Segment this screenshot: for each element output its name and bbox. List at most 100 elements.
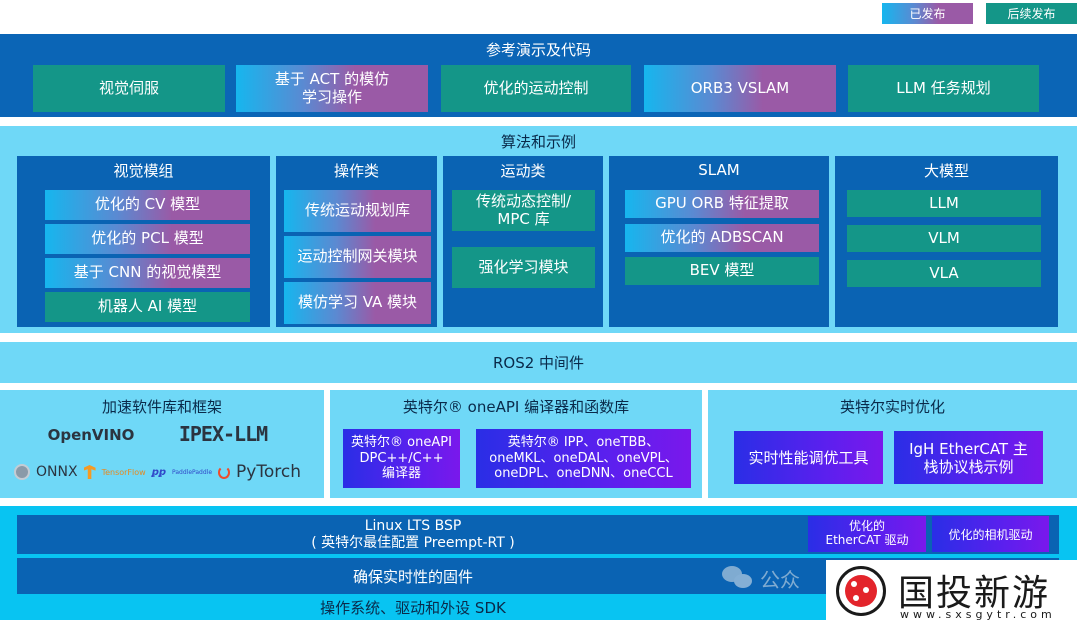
algo-item: 强化学习模块 bbox=[452, 247, 595, 288]
algo-item: 优化的 CV 模型 bbox=[45, 190, 250, 220]
oneapi-libraries-card: 英特尔® IPP、oneTBB、 oneMKL、oneDAL、oneVPL、 o… bbox=[476, 429, 691, 488]
card-line: IgH EtherCAT 主 bbox=[909, 439, 1028, 458]
tensorflow-logo: TensorFlow bbox=[101, 467, 146, 477]
algo-column-title: SLAM bbox=[698, 161, 740, 179]
algo-column-title: 运动类 bbox=[500, 161, 546, 180]
algo-item-label: BEV 模型 bbox=[689, 261, 755, 280]
legend-released: 已发布 bbox=[882, 3, 973, 24]
algo-item-label-line1: 传统动态控制/ bbox=[475, 192, 572, 211]
algo-item: 传统运动规划库 bbox=[284, 190, 431, 232]
sdk-label: 操作系统、驱动和外设 SDK bbox=[17, 596, 1059, 618]
onnx-icon bbox=[14, 464, 30, 480]
algo-item-label: VLM bbox=[928, 228, 960, 247]
ipex-llm-logo: IPEX-LLM bbox=[178, 422, 268, 446]
algo-item-label: VLA bbox=[929, 263, 959, 282]
ros2-label: ROS2 中间件 bbox=[492, 354, 585, 372]
oneapi-title: 英特尔® oneAPI 编译器和函数库 bbox=[402, 397, 630, 416]
tensorflow-icon bbox=[83, 465, 96, 479]
algorithms-title: 算法和示例 bbox=[500, 132, 576, 151]
algo-item-label: 优化的 PCL 模型 bbox=[91, 229, 204, 248]
algo-item: VLA bbox=[847, 260, 1041, 287]
algo-item: BEV 模型 bbox=[625, 257, 819, 285]
algo-item: 基于 CNN 的视觉模型 bbox=[45, 258, 250, 288]
demo-card-motion-control: 优化的运动控制 bbox=[441, 65, 631, 112]
site-name: 国投新游网 bbox=[898, 573, 1051, 626]
realtime-ethercat-card: IgH EtherCAT 主 栈协议栈示例 bbox=[894, 431, 1043, 484]
realtime-tools-card: 实时性能调优工具 bbox=[734, 431, 883, 484]
paddlepaddle-logo: PaddlePaddle bbox=[172, 468, 213, 476]
algo-item-label-line2: MPC 库 bbox=[497, 209, 550, 228]
openvino-logo: OpenVINO bbox=[47, 426, 135, 444]
wechat-icon bbox=[722, 566, 754, 590]
demo-label: LLM 任务规划 bbox=[896, 78, 991, 97]
algo-item: 模仿学习 VA 模块 bbox=[284, 282, 431, 324]
algo-item: 传统动态控制/ MPC 库 bbox=[452, 190, 595, 231]
wechat-watermark-text: 公众 bbox=[760, 567, 800, 592]
algo-item-label: GPU ORB 特征提取 bbox=[655, 194, 789, 213]
algo-item: 机器人 AI 模型 bbox=[45, 292, 250, 322]
frameworks-panel bbox=[0, 390, 324, 498]
legend-released-label: 已发布 bbox=[909, 7, 946, 21]
card-line: 编译器 bbox=[381, 466, 421, 482]
ladybug-logo-icon bbox=[836, 566, 886, 616]
card-line: 英特尔® oneAPI bbox=[351, 435, 452, 451]
algo-item-label: LLM bbox=[929, 193, 959, 212]
algo-item: 优化的 PCL 模型 bbox=[45, 224, 250, 254]
algo-column-title: 大模型 bbox=[923, 161, 969, 180]
algo-item-label: 基于 CNN 的视觉模型 bbox=[73, 263, 222, 282]
legend-upcoming: 后续发布 bbox=[986, 3, 1077, 24]
oneapi-compiler-card: 英特尔® oneAPI DPC++/C++ 编译器 bbox=[343, 429, 460, 488]
demo-label: 优化的运动控制 bbox=[483, 78, 589, 97]
algo-item: LLM bbox=[847, 190, 1041, 217]
demo-card-act-imitation: 基于 ACT 的模仿 学习操作 bbox=[236, 65, 428, 112]
card-label: 优化的相机驱动 bbox=[948, 527, 1033, 542]
algo-item-label: 机器人 AI 模型 bbox=[97, 297, 198, 316]
site-watermark: 国投新游网 www.sxsgytr.com bbox=[826, 560, 1080, 626]
firmware-label: 确保实时性的固件 bbox=[352, 567, 473, 586]
algo-item-label: 强化学习模块 bbox=[478, 257, 569, 276]
realtime-title: 英特尔实时优化 bbox=[839, 397, 945, 416]
algo-item: GPU ORB 特征提取 bbox=[625, 190, 819, 218]
sdk-label-text: 操作系统、驱动和外设 SDK bbox=[320, 598, 506, 617]
algo-column-title: 操作类 bbox=[333, 161, 379, 180]
algo-item: 运动控制网关模块 bbox=[284, 236, 431, 278]
card-line: 栈协议栈示例 bbox=[923, 457, 1014, 476]
bsp-line2: ( 英特尔最佳配置 Preempt-RT ) bbox=[311, 534, 515, 551]
demo-card-visual-servo: 视觉伺服 bbox=[33, 65, 225, 112]
frameworks-title: 加速软件库和框架 bbox=[101, 397, 222, 416]
pytorch-icon bbox=[218, 465, 231, 479]
card-line: DPC++/C++ bbox=[359, 450, 444, 466]
demo-label-line1: 基于 ACT 的模仿 bbox=[274, 70, 390, 89]
bsp-line1: Linux LTS BSP bbox=[364, 517, 462, 534]
card-line: EtherCAT 驱动 bbox=[825, 533, 909, 547]
demos-title: 参考演示及代码 bbox=[485, 40, 591, 59]
paddlepaddle-icon: ꝑꝑ bbox=[151, 466, 167, 478]
wechat-watermark: 公众 bbox=[722, 563, 832, 593]
algo-column-motion: 运动类 bbox=[443, 156, 603, 327]
card-line: 英特尔® IPP、oneTBB、 bbox=[507, 435, 660, 451]
card-line: oneMKL、oneDAL、oneVPL、 bbox=[489, 450, 678, 466]
card-line: oneDPL、oneDNN、oneCCL bbox=[494, 466, 673, 482]
legend-upcoming-label: 后续发布 bbox=[1007, 7, 1056, 21]
camera-driver-card: 优化的相机驱动 bbox=[932, 516, 1049, 552]
demo-label: 视觉伺服 bbox=[98, 78, 159, 97]
algo-item-label: 优化的 CV 模型 bbox=[94, 195, 201, 214]
algo-item: 优化的 ADBSCAN bbox=[625, 224, 819, 252]
algo-item-label: 传统运动规划库 bbox=[304, 201, 410, 220]
ros2-middleware: ROS2 中间件 bbox=[0, 342, 1077, 383]
pytorch-logo: PyTorch bbox=[236, 462, 301, 482]
demo-card-orb3-vslam: ORB3 VSLAM bbox=[644, 65, 836, 112]
algo-item-label: 优化的 ADBSCAN bbox=[660, 228, 784, 247]
ethercat-driver-card: 优化的 EtherCAT 驱动 bbox=[808, 516, 926, 552]
site-url: www.sxsgytr.com bbox=[900, 608, 1056, 621]
demo-card-llm-planning: LLM 任务规划 bbox=[848, 65, 1039, 112]
demo-label-line2: 学习操作 bbox=[301, 87, 362, 106]
onnx-logo: ONNX bbox=[36, 464, 78, 480]
card-label: 实时性能调优工具 bbox=[748, 448, 869, 467]
algo-item-label: 运动控制网关模块 bbox=[297, 247, 418, 266]
algo-column-title: 视觉模组 bbox=[113, 161, 174, 180]
demo-label: ORB3 VSLAM bbox=[690, 78, 790, 97]
algo-item: VLM bbox=[847, 225, 1041, 252]
algo-item-label: 模仿学习 VA 模块 bbox=[297, 293, 418, 312]
framework-logos-row: ONNX TensorFlow ꝑꝑ PaddlePaddle PyTorch bbox=[14, 460, 314, 484]
